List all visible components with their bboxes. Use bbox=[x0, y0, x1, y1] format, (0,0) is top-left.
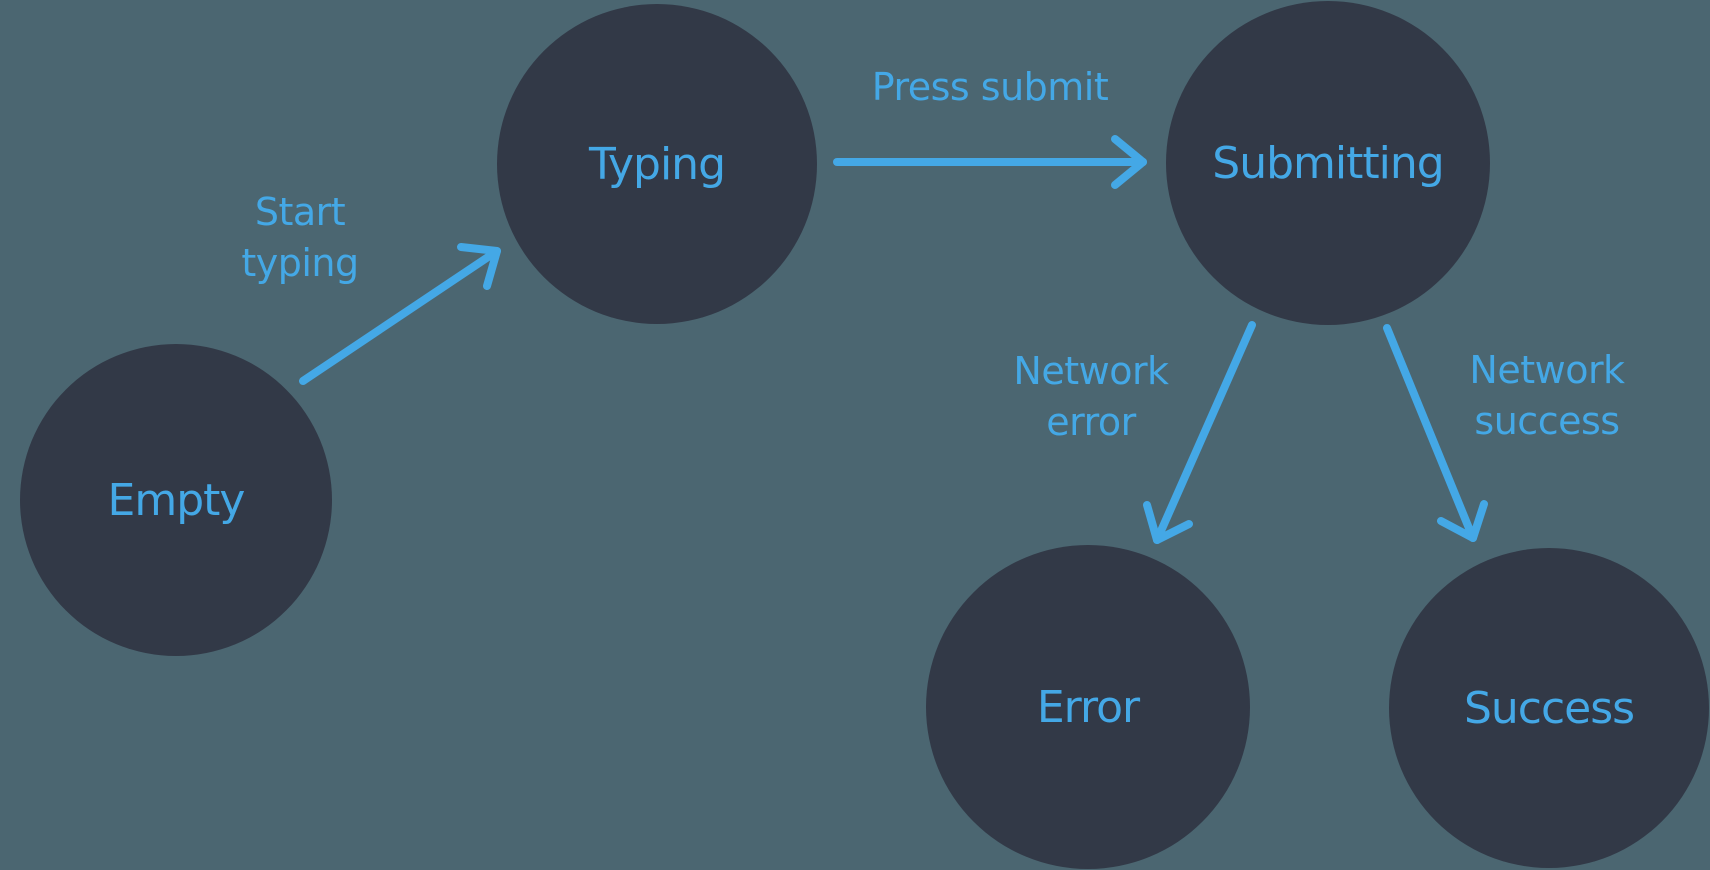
state-node-typing: Typing bbox=[497, 4, 817, 324]
state-node-empty: Empty bbox=[20, 344, 332, 656]
state-node-success: Success bbox=[1389, 548, 1709, 868]
state-node-label: Empty bbox=[107, 474, 246, 526]
state-node-label: Typing bbox=[588, 138, 726, 190]
edge-arrow-start-typing bbox=[299, 243, 501, 385]
edge-label-press-submit: Press submit bbox=[871, 65, 1109, 109]
state-node-label: Error bbox=[1036, 681, 1140, 733]
edge-arrow-press-submit bbox=[833, 135, 1147, 189]
edge-label-network-success: Network success bbox=[1469, 348, 1625, 443]
state-node-label: Success bbox=[1463, 682, 1635, 734]
state-node-submitting: Submitting bbox=[1166, 1, 1490, 325]
edge-label-start-typing: Start typing bbox=[241, 190, 359, 285]
edge-label-network-error: Network error bbox=[1013, 349, 1169, 444]
edge-arrow-network-success bbox=[1383, 324, 1488, 542]
state-node-error: Error bbox=[926, 545, 1250, 869]
edge-arrow-network-error bbox=[1143, 321, 1256, 544]
state-node-label: Submitting bbox=[1212, 137, 1444, 189]
